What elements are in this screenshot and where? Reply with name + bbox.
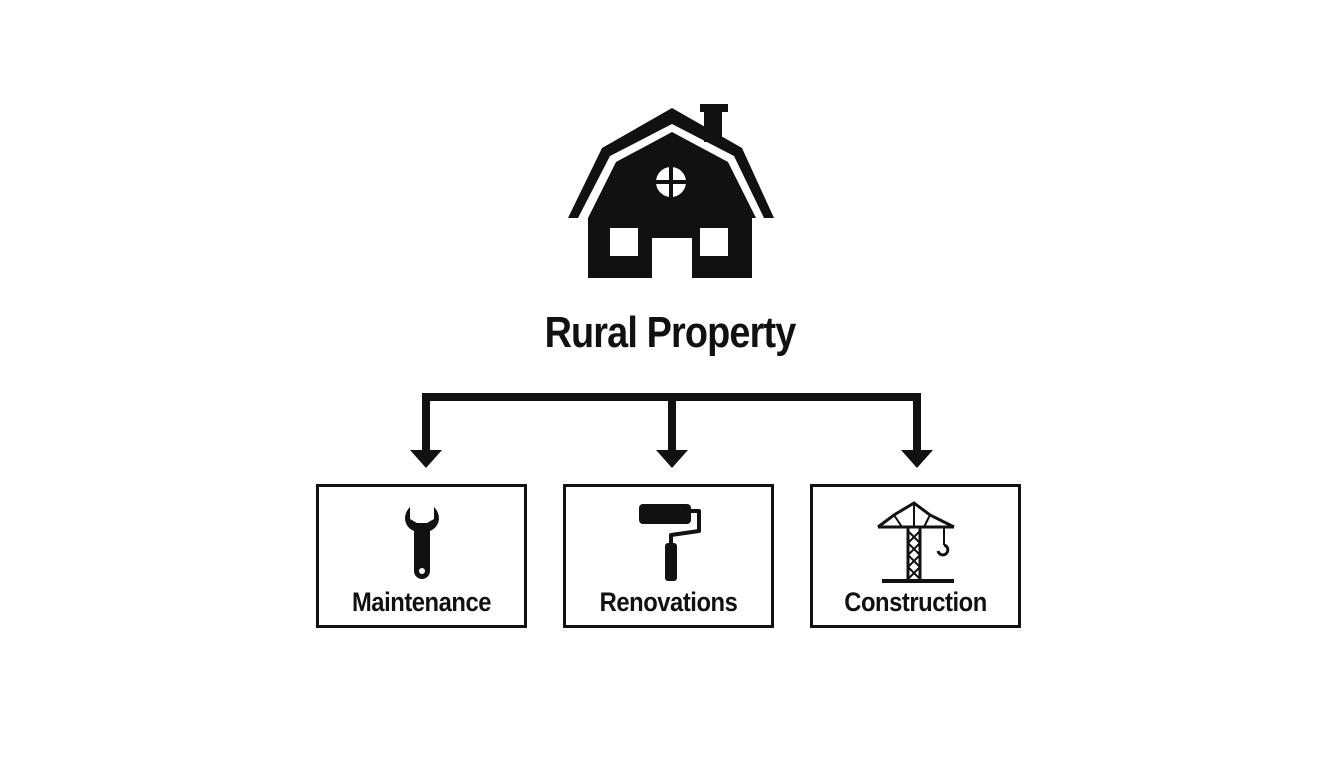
child-label-maintenance: Maintenance (351, 587, 492, 617)
wrench-icon (380, 501, 464, 585)
barn-house-icon (560, 100, 784, 290)
root-node-title: Rural Property (544, 308, 797, 357)
child-label-renovations: Renovations (599, 587, 738, 617)
arrow-head-construction (901, 450, 933, 468)
arrow-head-maintenance (410, 450, 442, 468)
tower-crane-icon (874, 501, 958, 585)
arrow-head-renovations (656, 450, 688, 468)
paint-roller-icon (627, 501, 711, 585)
child-node-maintenance: Maintenance (316, 484, 527, 628)
child-label-construction: Construction (844, 587, 987, 617)
child-node-renovations: Renovations (563, 484, 774, 628)
child-node-construction: Construction (810, 484, 1021, 628)
